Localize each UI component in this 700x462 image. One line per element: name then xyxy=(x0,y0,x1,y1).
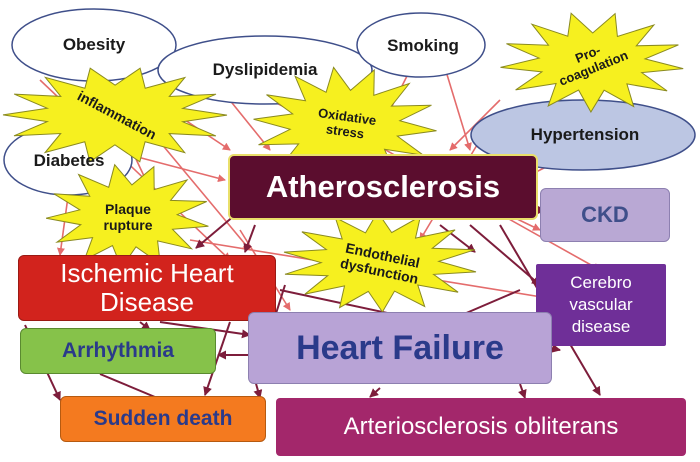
sudden-death-label: Sudden death xyxy=(93,407,233,431)
ckd-box: CKD xyxy=(540,188,670,242)
cerebrovascular-disease-label: Cerebro vascular disease xyxy=(569,272,633,337)
arrow-athero-hf xyxy=(439,224,476,253)
dyslipidemia-ellipse xyxy=(157,35,373,105)
ischemic-heart-disease-label: Ischemic Heart Disease xyxy=(60,257,234,317)
hypertension-ellipse xyxy=(470,99,696,171)
arrow-smoking-stress xyxy=(444,67,472,151)
arrow-diabetes-atherosclerosis xyxy=(129,154,226,183)
smoking-ellipse xyxy=(356,12,486,78)
diabetes-label: Diabetes xyxy=(33,150,105,170)
cerebrovascular-disease-box: Cerebro vascular disease xyxy=(536,264,666,346)
endothelial-dysfunction-burst xyxy=(283,211,477,313)
arrow-athero-ihd xyxy=(195,214,236,249)
arrow-athero-ihd-2 xyxy=(243,224,256,253)
atherosclerosis-box: Atherosclerosis xyxy=(228,154,538,220)
heart-failure-box: Heart Failure xyxy=(248,312,552,384)
plaque-rupture-label: Plaque rupture xyxy=(103,200,153,233)
arrhythmia-label: Arrhythmia xyxy=(61,339,175,363)
arrow-inflammation-endothelial xyxy=(149,129,251,251)
pro-coagulation-burst xyxy=(500,12,684,113)
obesity-label: Obesity xyxy=(62,34,126,54)
arteriosclerosis-obliterans-label: Arteriosclerosis obliterans xyxy=(343,412,619,440)
heart-failure-label: Heart Failure xyxy=(296,328,504,367)
arrow-hf-aso-2 xyxy=(518,383,527,399)
ckd-label: CKD xyxy=(581,201,629,227)
ischemic-heart-disease-box: Ischemic Heart Disease xyxy=(18,255,276,321)
inflammation-burst xyxy=(2,67,228,163)
atherosclerosis-label: Atherosclerosis xyxy=(265,168,501,204)
smoking-label: Smoking xyxy=(387,35,459,55)
arrow-hf-aso xyxy=(369,387,381,398)
arrhythmia-box: Arrhythmia xyxy=(20,328,216,374)
arteriosclerosis-obliterans-box: Arteriosclerosis obliterans xyxy=(276,398,686,456)
dyslipidemia-label: Dyslipidemia xyxy=(212,59,318,79)
sudden-death-box: Sudden death xyxy=(60,396,266,442)
hypertension-label: Hypertension xyxy=(530,124,640,144)
